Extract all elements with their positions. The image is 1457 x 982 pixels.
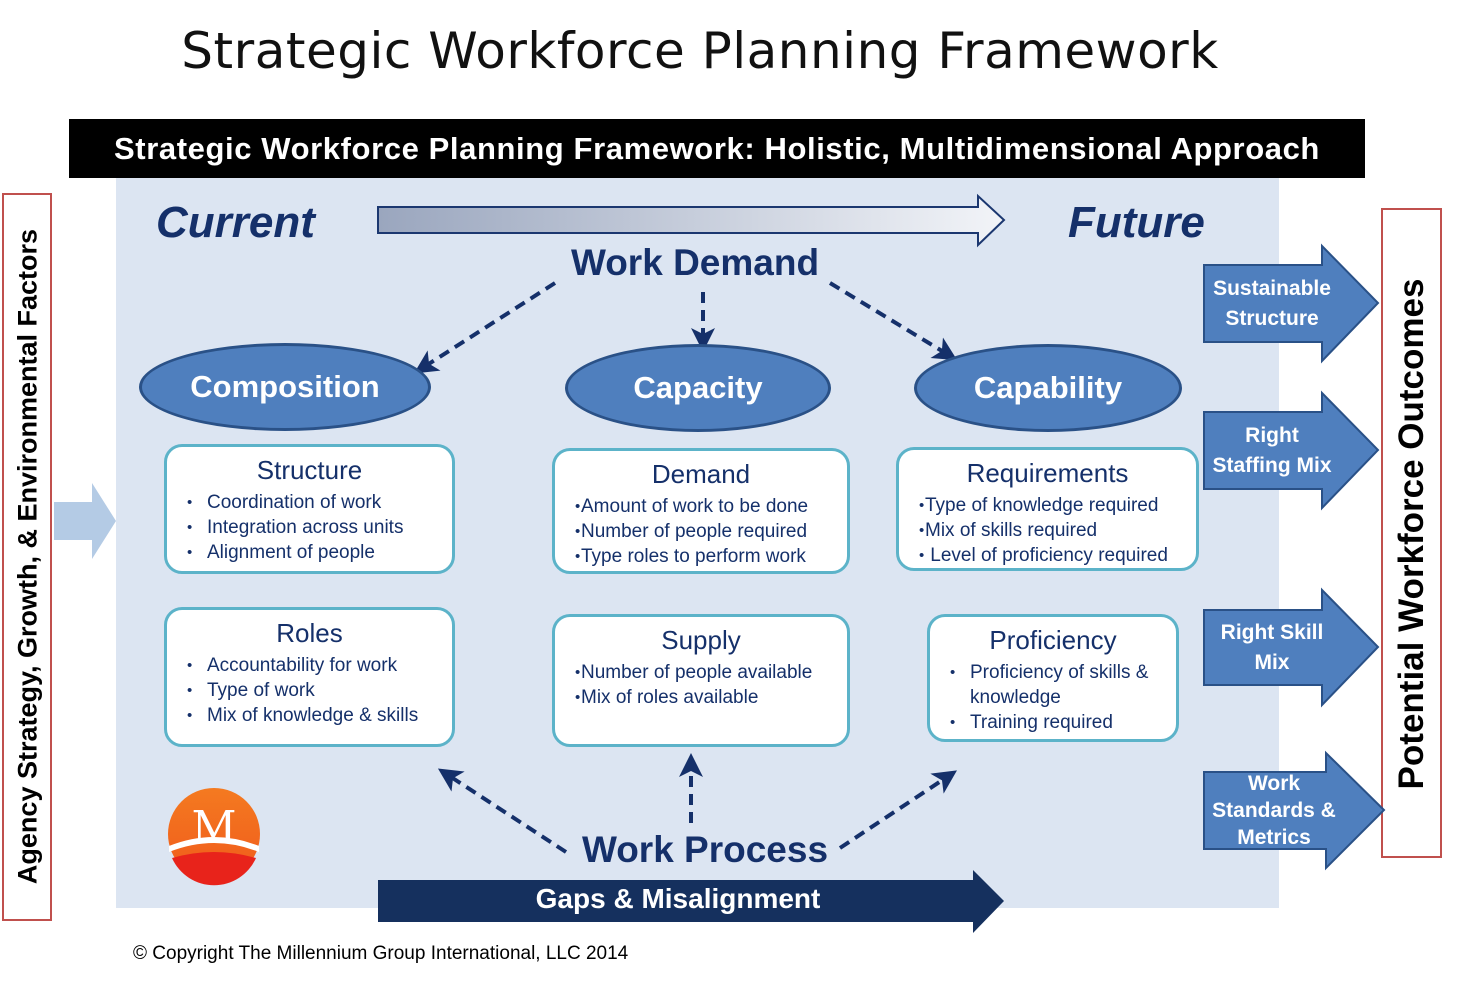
outcome-line: Right [1245, 423, 1299, 447]
list-item: Type of work [167, 678, 452, 703]
structure-card: Structure Coordination of work Integrati… [164, 444, 455, 574]
capacity-label: Capacity [633, 370, 763, 405]
timeline-current: Current [156, 198, 315, 247]
list-item: Number of people required [555, 519, 847, 544]
proficiency-title: Proficiency [989, 625, 1117, 655]
list-item: Training required [930, 710, 1160, 735]
list-item: Integration across units [167, 515, 452, 540]
list-item: Mix of skills required [899, 518, 1196, 543]
demand-to-composition-arrow [413, 281, 557, 374]
list-item: Mix of roles available [555, 685, 847, 710]
environment-factors-box: Agency Strategy, Growth, & Environmental… [2, 193, 52, 921]
outcome-arrow-right-skill-mix [1203, 587, 1380, 708]
logo-letter: M [191, 802, 237, 853]
list-item: Amount of work to be done [555, 494, 847, 519]
requirements-card: Requirements Type of knowledge required … [896, 447, 1199, 571]
outcome-line: Staffing Mix [1212, 453, 1332, 477]
outcome-line: Sustainable [1213, 276, 1331, 300]
copyright-text: © Copyright The Millennium Group Interna… [133, 943, 629, 964]
outcome-line: Right Skill [1220, 620, 1324, 644]
outcome-line: Standards & [1212, 798, 1336, 822]
page-title: Strategic Workforce Planning Framework [181, 22, 1219, 80]
outcome-arrow-work-standards [1203, 750, 1386, 871]
composition-ellipse: Composition [139, 343, 431, 431]
demand-list: Amount of work to be done Number of peop… [555, 494, 847, 569]
capability-label: Capability [973, 370, 1123, 405]
work-demand-heading: Work Demand [570, 242, 820, 283]
roles-title: Roles [276, 618, 343, 648]
list-item: Type roles to perform work [555, 544, 847, 569]
outcome-right-skill-mix: Right Skill Mix [1204, 610, 1340, 685]
outcome-arrow-sustainable-structure [1203, 243, 1380, 364]
outcome-right-staffing-mix: Right Staffing Mix [1204, 412, 1340, 489]
list-item: Alignment of people [167, 540, 452, 565]
roles-list: Accountability for work Type of work Mix… [167, 653, 452, 728]
process-to-proficiency-arrow [838, 770, 957, 850]
list-item: Number of people available [555, 660, 847, 685]
list-item: Level of proficiency required [899, 543, 1196, 568]
composition-label: Composition [190, 369, 380, 404]
outcome-line: Structure [1225, 306, 1319, 330]
process-to-roles-arrow [437, 768, 568, 854]
list-item: Mix of knowledge & skills [167, 703, 452, 728]
demand-to-capability-arrow [828, 281, 958, 361]
millennium-logo [168, 788, 260, 886]
supply-card: Supply Number of people available Mix of… [552, 614, 850, 747]
workforce-outcomes-box: Potential Workforce Outcomes [1381, 208, 1442, 858]
list-item: Coordination of work [167, 490, 452, 515]
gaps-arrow [378, 870, 1004, 933]
requirements-list: Type of knowledge required Mix of skills… [899, 493, 1196, 568]
environment-input-arrow [54, 483, 116, 559]
outcome-line: Metrics [1237, 825, 1311, 849]
outcome-arrow-right-staffing-mix [1203, 390, 1380, 511]
demand-title: Demand [651, 459, 751, 489]
supply-list: Number of people available Mix of roles … [555, 660, 847, 710]
list-item: Accountability for work [167, 653, 452, 678]
framework-banner: Strategic Workforce Planning Framework: … [69, 119, 1365, 178]
list-item: Type of knowledge required [899, 493, 1196, 518]
outcome-line: Mix [1254, 650, 1290, 674]
capability-ellipse: Capability [914, 344, 1182, 432]
proficiency-card: Proficiency Proficiency of skills & know… [927, 614, 1179, 742]
banner-text: Strategic Workforce Planning Framework: … [114, 130, 1320, 166]
supply-title: Supply [661, 625, 741, 655]
gaps-label: Gaps & Misalignment [535, 883, 821, 914]
roles-card: Roles Accountability for work Type of wo… [164, 607, 455, 747]
structure-title: Structure [256, 455, 363, 485]
capacity-ellipse: Capacity [565, 344, 831, 432]
timeline-future: Future [1068, 198, 1205, 247]
work-process-heading: Work Process [581, 829, 829, 870]
proficiency-list: Proficiency of skills & knowledge Traini… [930, 660, 1176, 735]
structure-list: Coordination of work Integration across … [167, 490, 452, 565]
outcome-sustainable-structure: Sustainable Structure [1204, 265, 1340, 342]
requirements-title: Requirements [966, 458, 1129, 488]
timeline-arrow [377, 193, 1006, 248]
list-item: Proficiency of skills & knowledge [930, 660, 1160, 710]
outcome-work-standards: Work Standards & Metrics [1204, 768, 1344, 852]
outcome-line: Work [1247, 771, 1301, 795]
demand-card: Demand Amount of work to be done Number … [552, 448, 850, 574]
